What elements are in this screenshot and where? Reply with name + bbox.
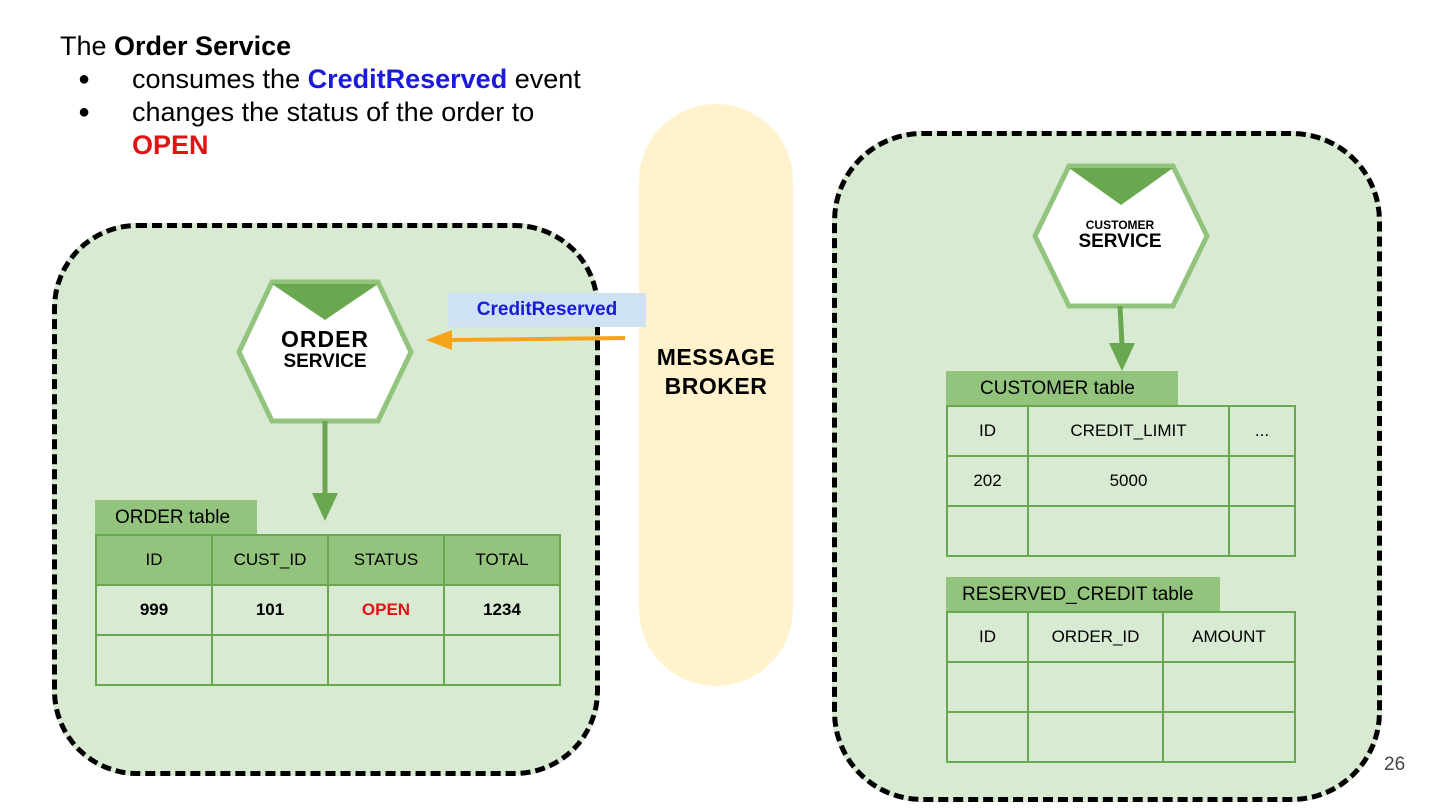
table-row xyxy=(946,505,1296,557)
table-cell xyxy=(1027,661,1164,713)
title-prefix: The xyxy=(60,31,115,61)
customer-service-label-line1: CUSTOMER xyxy=(1085,218,1155,232)
page-number: 26 xyxy=(1384,754,1406,775)
bullet-icon: ● xyxy=(78,68,91,90)
table-cell: 202 xyxy=(946,455,1029,507)
customer-service-label: CUSTOMER SERVICE xyxy=(1045,218,1195,253)
order-to-table-arrowhead xyxy=(312,493,338,521)
column-header: AMOUNT xyxy=(1162,611,1296,663)
table-row xyxy=(95,634,561,686)
table-cell xyxy=(1027,505,1230,557)
table-cell xyxy=(1228,505,1296,557)
column-header: CREDIT_LIMIT xyxy=(1027,405,1230,457)
table-cell: 5000 xyxy=(1027,455,1230,507)
slide-title: The Order Service xyxy=(60,30,291,63)
column-header: ID xyxy=(946,611,1029,663)
customer-to-table-arrow xyxy=(1117,305,1125,346)
bullet-icon: ● xyxy=(78,101,91,123)
table-header-row: ID CREDIT_LIMIT ... xyxy=(946,405,1296,457)
table-cell: 1234 xyxy=(443,584,561,636)
table-cell xyxy=(95,634,213,686)
column-header: STATUS xyxy=(327,534,445,586)
order-service-hexagon xyxy=(236,279,414,424)
reserved-credit-table: ID ORDER_ID AMOUNT xyxy=(946,611,1296,763)
order-table-tab: ORDER table xyxy=(95,500,257,535)
bullet-text: changes the status of the order to OPEN xyxy=(132,96,534,162)
customer-to-table-arrowhead xyxy=(1109,343,1135,371)
table-cell xyxy=(1162,661,1296,713)
bullet-item-status: ● changes the status of the order to OPE… xyxy=(78,96,581,162)
event-name-highlight: CreditReserved xyxy=(307,64,508,94)
broker-label-line2: BROKER xyxy=(664,373,768,399)
customer-service-hexagon xyxy=(1032,163,1210,309)
credit-reserved-arrow xyxy=(449,336,626,342)
table-cell xyxy=(211,634,329,686)
column-header: ... xyxy=(1228,405,1296,457)
table-cell xyxy=(327,634,445,686)
table-cell: 999 xyxy=(95,584,213,636)
customer-service-notch xyxy=(1069,168,1173,205)
reserved-credit-table-tab: RESERVED_CREDIT table xyxy=(946,577,1220,612)
bullet-list: ● consumes the CreditReserved event ● ch… xyxy=(78,63,581,162)
bullet-text-after: event xyxy=(507,64,581,94)
message-broker xyxy=(639,104,793,686)
bullet-text: consumes the CreditReserved event xyxy=(132,63,581,96)
message-broker-label: MESSAGE BROKER xyxy=(639,343,793,401)
table-cell xyxy=(1228,455,1296,507)
bullet-text-before: consumes the xyxy=(132,64,308,94)
order-service-label-line2: SERVICE xyxy=(283,351,367,373)
title-service-name: Order Service xyxy=(114,31,292,61)
table-row xyxy=(946,661,1296,713)
order-table: ID CUST_ID STATUS TOTAL 999 101 OPEN 123… xyxy=(95,534,561,686)
column-header: CUST_ID xyxy=(211,534,329,586)
table-header-row: ID ORDER_ID AMOUNT xyxy=(946,611,1296,663)
table-row: 999 101 OPEN 1234 xyxy=(95,584,561,636)
column-header: ID xyxy=(946,405,1029,457)
customer-table: ID CREDIT_LIMIT ... 202 5000 xyxy=(946,405,1296,557)
column-header: ORDER_ID xyxy=(1027,611,1164,663)
credit-reserved-event: CreditReserved xyxy=(448,293,646,327)
table-row: 202 5000 xyxy=(946,455,1296,507)
table-cell xyxy=(946,661,1029,713)
table-cell xyxy=(946,711,1029,763)
table-cell xyxy=(1027,711,1164,763)
table-cell xyxy=(443,634,561,686)
order-service-notch xyxy=(272,284,378,320)
order-service-label: ORDER SERVICE xyxy=(250,326,400,373)
table-cell: 101 xyxy=(211,584,329,636)
bullet-item-consumes: ● consumes the CreditReserved event xyxy=(78,63,581,96)
credit-reserved-arrowhead xyxy=(426,330,452,350)
status-cell: OPEN xyxy=(327,584,445,636)
customer-table-tab: CUSTOMER table xyxy=(946,371,1178,406)
broker-label-line1: MESSAGE xyxy=(656,344,776,370)
bullet-text-line1: changes the status of the order to xyxy=(132,97,535,127)
customer-service-label-line2: SERVICE xyxy=(1078,231,1162,253)
table-header-row: ID CUST_ID STATUS TOTAL xyxy=(95,534,561,586)
column-header: ID xyxy=(95,534,213,586)
order-service-label-line1: ORDER xyxy=(280,326,370,352)
table-row xyxy=(946,711,1296,763)
status-highlight: OPEN xyxy=(132,130,209,160)
table-cell xyxy=(946,505,1029,557)
table-cell xyxy=(1162,711,1296,763)
column-header: TOTAL xyxy=(443,534,561,586)
